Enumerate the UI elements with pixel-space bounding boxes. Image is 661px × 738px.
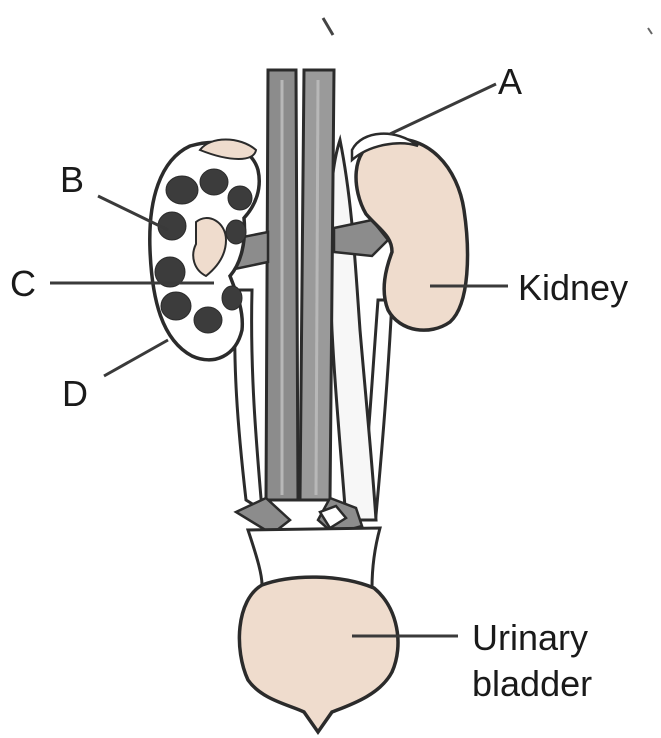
label-d: D <box>62 376 88 412</box>
pyramid <box>194 307 222 333</box>
label-a: A <box>498 64 522 100</box>
scan-mark <box>323 18 333 35</box>
pyramid <box>166 176 198 204</box>
pyramid <box>161 292 191 320</box>
pyramid <box>226 220 246 244</box>
leader-line-d <box>104 340 168 376</box>
label-bladder: bladder <box>472 666 592 702</box>
leader-line-a <box>390 84 496 134</box>
label-urinary: Urinary <box>472 620 588 656</box>
pyramid <box>200 169 228 195</box>
urinary-bladder <box>239 577 398 732</box>
vessel-highlight <box>316 80 318 495</box>
pyramid <box>228 186 252 210</box>
pyramid <box>222 286 242 310</box>
label-b: B <box>60 162 84 198</box>
label-kidney: Kidney <box>518 270 628 306</box>
label-c: C <box>10 266 36 302</box>
scan-mark-small <box>648 28 652 34</box>
